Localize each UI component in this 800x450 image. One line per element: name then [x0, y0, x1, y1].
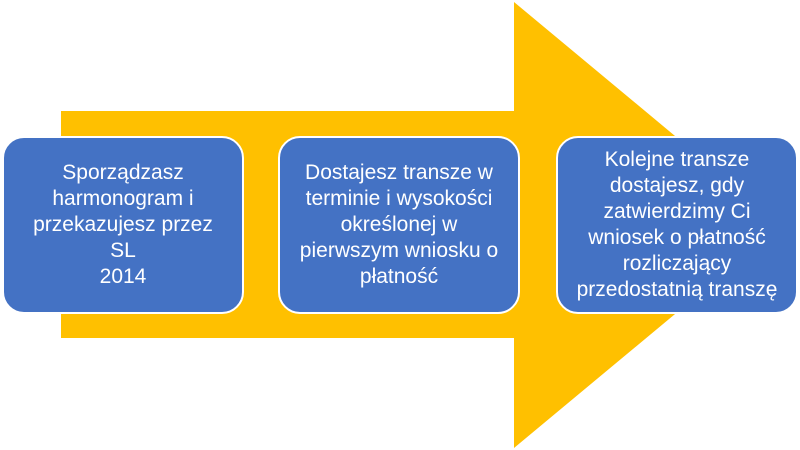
step-box-1: Sporządzasz harmonogram i przekazujesz p…	[2, 136, 244, 314]
step-text-1: Sporządzasz harmonogram i przekazujesz p…	[33, 161, 213, 288]
step-text-3: Kolejne transze dostajesz, gdy zatwierdz…	[576, 148, 778, 301]
step-text-2: Dostajesz transze w terminie i wysokości…	[299, 161, 499, 288]
step-box-2: Dostajesz transze w terminie i wysokości…	[278, 136, 520, 314]
step-box-3: Kolejne transze dostajesz, gdy zatwierdz…	[556, 136, 798, 314]
